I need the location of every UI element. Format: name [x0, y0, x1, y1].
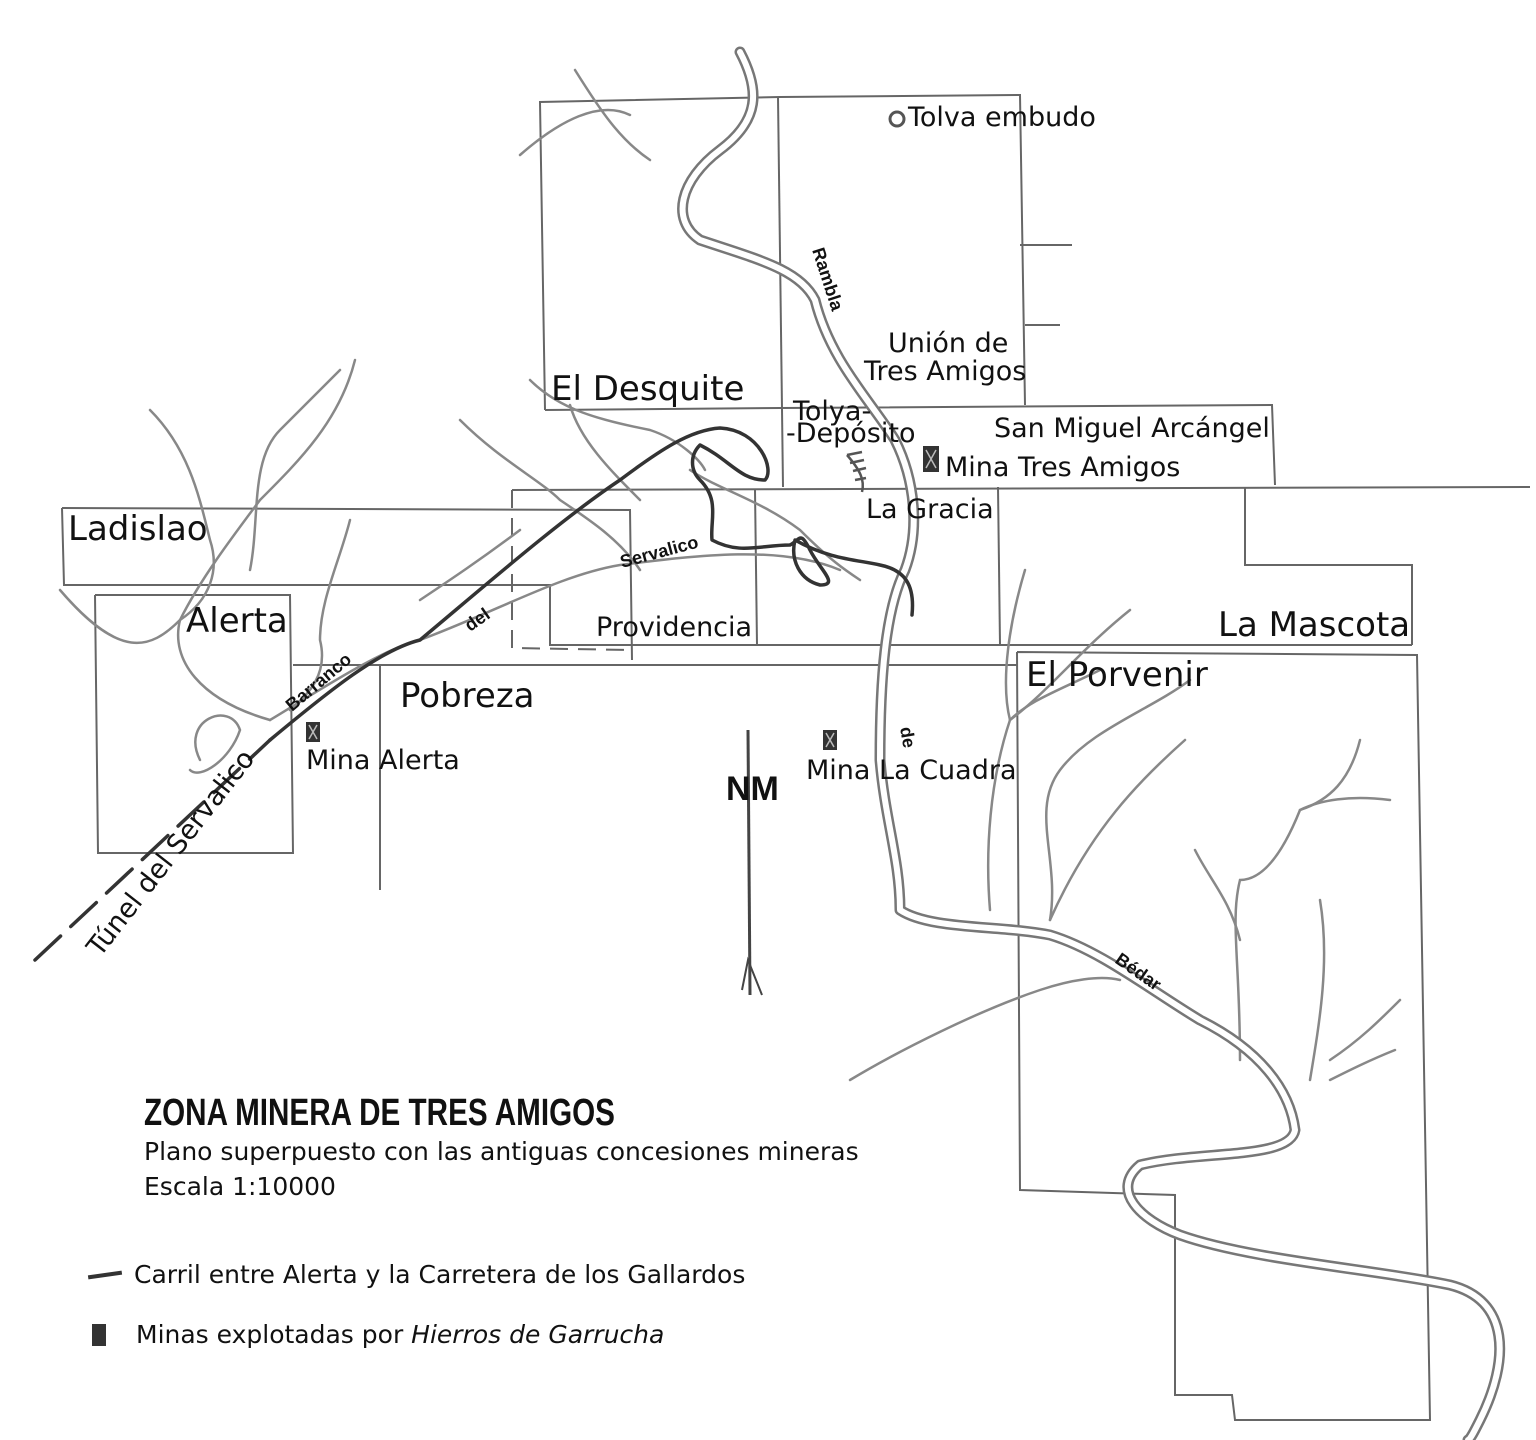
tolva-embudo-icon: [888, 110, 906, 128]
label-la-gracia: La Gracia: [866, 494, 994, 525]
mine-icon: [92, 1323, 106, 1346]
label-tolva-deposito-1: Tolya-: [792, 396, 871, 427]
legend-mines-company: Hierros de Garrucha: [411, 1320, 665, 1349]
label-ladislao: Ladislao: [68, 509, 208, 549]
label-del: del: [461, 604, 494, 635]
label-san-miguel: San Miguel Arcángel: [994, 413, 1270, 444]
label-pobreza: Pobreza: [400, 676, 535, 716]
tributaries: [58, 68, 1402, 1082]
track-line-icon: [87, 1270, 123, 1279]
legend-track-label: Carril entre Alerta y la Carretera de lo…: [134, 1260, 746, 1289]
label-la-mascota: La Mascota: [1218, 605, 1410, 645]
label-alerta: Alerta: [186, 601, 288, 641]
mine-icon: [306, 722, 320, 742]
legend-mines: Minas explotadas por Hierros de Garrucha: [88, 1320, 664, 1349]
label-union-2: Tres Amigos: [863, 356, 1026, 387]
north-label: NM: [726, 770, 779, 808]
label-providencia: Providencia: [596, 612, 752, 643]
map-scale: Escala 1:10000: [144, 1172, 336, 1201]
tolva-deposito-icon: [846, 450, 867, 493]
label-mina-alerta: Mina Alerta: [306, 745, 460, 776]
map-title: ZONA MINERA DE TRES AMIGOS: [144, 1092, 615, 1134]
label-tolva-deposito-2: -Depósito: [786, 418, 915, 449]
map-subtitle: Plano superpuesto con las antiguas conce…: [144, 1137, 859, 1166]
label-union-1: Unión de: [888, 328, 1008, 359]
legend-track: Carril entre Alerta y la Carretera de lo…: [87, 1260, 746, 1289]
north-arrow: [741, 729, 763, 996]
mine-icon: [823, 730, 837, 750]
label-mina-la-cuadra: Mina La Cuadra: [806, 755, 1017, 786]
rambla-de-bedar-river: [677, 46, 1506, 1440]
label-el-desquite: El Desquite: [551, 369, 744, 409]
legend-mines-prefix: Minas explotadas por: [136, 1320, 412, 1349]
carril-track: [33, 426, 915, 962]
label-de: de: [896, 725, 919, 749]
mine-icon: [923, 446, 939, 472]
concession-boundaries: [61, 93, 1531, 1421]
label-el-porvenir: El Porvenir: [1026, 655, 1208, 695]
label-tolva-embudo: Tolva embudo: [907, 102, 1096, 133]
label-mina-tres-amigos: Mina Tres Amigos: [945, 452, 1180, 483]
